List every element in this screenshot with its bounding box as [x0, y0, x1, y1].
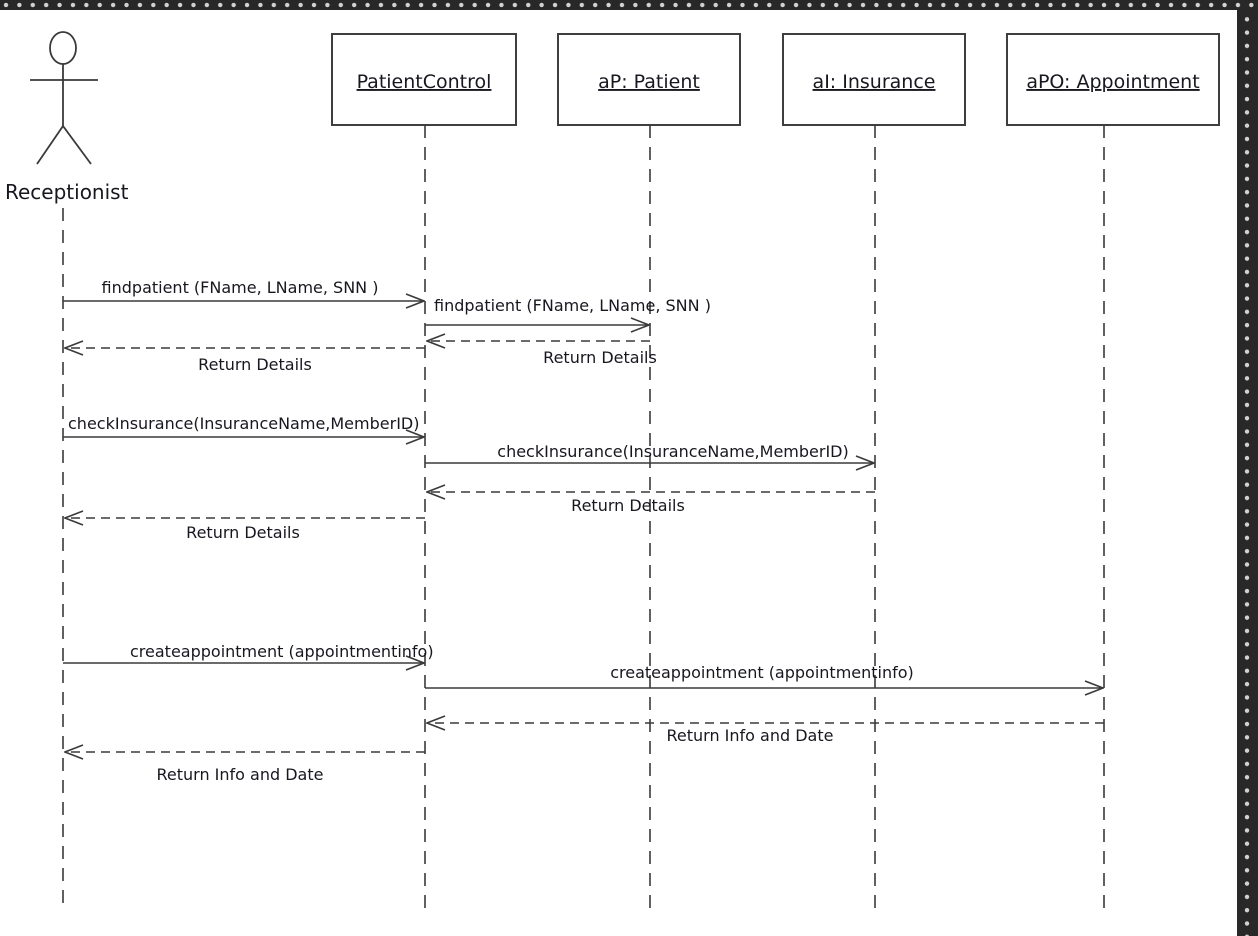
message-label: checkInsurance(InsuranceName,MemberID) [68, 414, 419, 433]
object-label-insurance: aI: Insurance [813, 71, 936, 93]
actor-label: Receptionist [5, 180, 129, 204]
message-label: Return Info and Date [667, 726, 834, 745]
object-label-patientcontrol: PatientControl [357, 71, 492, 93]
message-label: Return Info and Date [157, 765, 324, 784]
message-label: createappointment (appointmentinfo) [610, 663, 914, 682]
object-label-appointment: aPO: Appointment [1026, 71, 1199, 93]
message-label: findpatient (FName, LName, SNN ) [434, 296, 711, 315]
message-label: checkInsurance(InsuranceName,MemberID) [497, 442, 848, 461]
actor-figure [30, 31, 98, 165]
object-box-patient [557, 33, 741, 126]
actor-head [49, 31, 77, 65]
object-box-insurance [782, 33, 966, 126]
message-label: createappointment (appointmentinfo) [130, 642, 434, 661]
message-label: Return Details [198, 355, 312, 374]
actor-leg-right [62, 125, 92, 165]
object-box-patientcontrol [331, 33, 517, 126]
message-label: Return Details [543, 348, 657, 367]
actor-leg-left [36, 125, 64, 165]
object-box-appointment [1006, 33, 1220, 126]
message-label: Return Details [571, 496, 685, 515]
message-label: Return Details [186, 523, 300, 542]
object-label-patient: aP: Patient [598, 71, 700, 93]
selection-border-top [0, 0, 1258, 10]
selection-border-right [1237, 0, 1258, 936]
message-label: findpatient (FName, LName, SNN ) [102, 278, 379, 297]
